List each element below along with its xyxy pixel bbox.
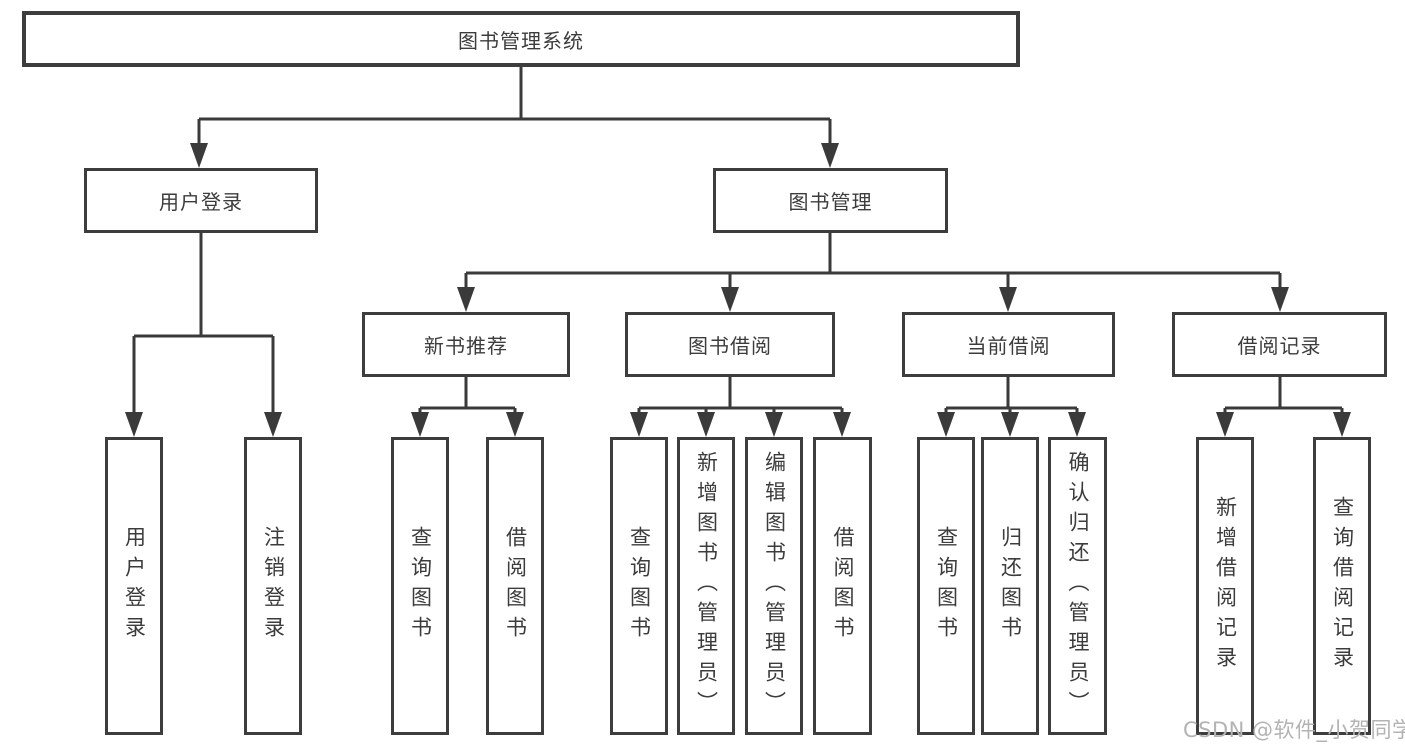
connector-bookborrow-to-leaves bbox=[637, 377, 844, 420]
arrow-down-icon bbox=[411, 412, 429, 437]
leaf-borrow-books-newbook: 借阅图书 bbox=[486, 437, 544, 735]
node-user-login: 用户登录 bbox=[84, 168, 318, 233]
leaf-confirm-return-admin: 确认归还（管理员） bbox=[1048, 437, 1107, 735]
arrow-down-icon bbox=[1001, 412, 1019, 437]
watermark: CSDN @软件_小贺同学 bbox=[1183, 718, 1405, 742]
arrow-down-icon bbox=[1333, 412, 1351, 437]
leaf-query-borrow-record: 查询借阅记录 bbox=[1313, 437, 1371, 735]
leaf-add-borrow-record: 新增借阅记录 bbox=[1196, 437, 1254, 735]
node-library-management-system: 图书管理系统 bbox=[22, 11, 1020, 67]
connector-userlogin-to-leaves bbox=[132, 233, 275, 420]
arrow-down-icon bbox=[264, 412, 282, 437]
arrowheads bbox=[125, 143, 1351, 437]
connector-records-to-leaves bbox=[1223, 377, 1344, 420]
leaf-edit-books-admin: 编辑图书（管理员） bbox=[745, 437, 803, 735]
arrow-down-icon bbox=[457, 287, 475, 312]
arrow-down-icon bbox=[833, 412, 851, 437]
leaf-user-login: 用户登录 bbox=[105, 437, 163, 735]
leaf-logout: 注销登录 bbox=[244, 437, 302, 735]
arrow-down-icon bbox=[821, 143, 839, 168]
arrow-down-icon bbox=[721, 287, 739, 312]
arrow-down-icon bbox=[937, 412, 955, 437]
leaf-query-books-borrow: 查询图书 bbox=[610, 437, 668, 735]
arrow-down-icon bbox=[765, 412, 783, 437]
connector-root-to-level2 bbox=[197, 67, 832, 150]
connector-bookmgmt-to-level3 bbox=[464, 233, 1282, 295]
leaf-borrow-books: 借阅图书 bbox=[813, 437, 872, 735]
leaf-return-books: 归还图书 bbox=[981, 437, 1039, 735]
arrow-down-icon bbox=[697, 412, 715, 437]
arrow-down-icon bbox=[1271, 287, 1289, 312]
node-book-borrowing: 图书借阅 bbox=[625, 312, 835, 377]
connector-newbook-to-leaves bbox=[418, 377, 517, 420]
arrow-down-icon bbox=[999, 287, 1017, 312]
arrow-down-icon bbox=[190, 143, 208, 168]
node-book-management: 图书管理 bbox=[713, 168, 948, 233]
arrow-down-icon bbox=[1068, 412, 1086, 437]
leaf-add-books-admin: 新增图书（管理员） bbox=[677, 437, 735, 735]
leaf-query-books-newbook: 查询图书 bbox=[391, 437, 449, 735]
arrow-down-icon bbox=[1216, 412, 1234, 437]
leaf-query-books-current: 查询图书 bbox=[917, 437, 975, 735]
arrow-down-icon bbox=[630, 412, 648, 437]
node-current-borrowing: 当前借阅 bbox=[902, 312, 1115, 377]
arrow-down-icon bbox=[506, 412, 524, 437]
arrow-down-icon bbox=[125, 412, 143, 437]
node-borrowing-records: 借阅记录 bbox=[1172, 312, 1387, 377]
node-new-book-recommendation: 新书推荐 bbox=[362, 312, 570, 377]
